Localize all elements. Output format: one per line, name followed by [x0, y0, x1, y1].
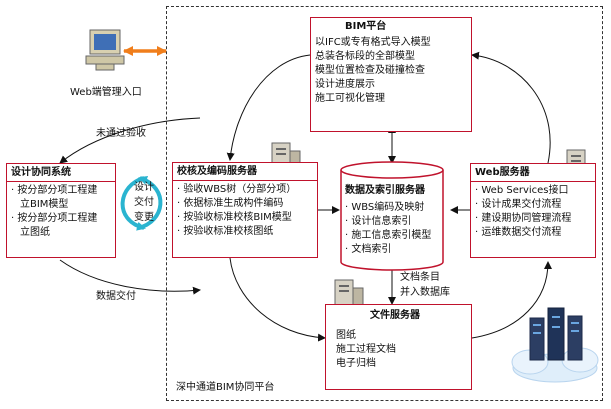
design-system-box: 设计协同系统 · 按分部分项工程建 立BIM模型 · 按分部分项工程建 立图纸	[6, 163, 116, 258]
bim-line: 以IFC或专有格式导入模型	[315, 37, 431, 48]
data-delivery-arrow	[59, 259, 201, 295]
doc-entry-label: 文档条目 并入数据库	[400, 272, 450, 298]
arc-review-to-file	[229, 257, 326, 342]
file-server-title: 文件服务器	[370, 310, 420, 321]
design-item-cont: 立BIM模型	[20, 199, 69, 210]
file-server-box: 文件服务器 图纸 施工过程文档 电子归档	[325, 304, 472, 390]
web-item: Web Services接口	[475, 184, 592, 198]
cycle-label-deliver: 交付	[134, 197, 154, 208]
not-passed-label: 未通过验收	[96, 128, 146, 139]
data-delivery-label: 数据交付	[96, 291, 136, 302]
data-item: · 设计信息索引	[345, 216, 412, 227]
web-admin-label: Web端管理入口	[70, 87, 142, 98]
review-item: 按验收标准校核图纸	[177, 225, 314, 239]
cycle-arrow-right	[137, 175, 163, 230]
arc-web-to-bim	[471, 51, 551, 164]
bim-line: 施工可视化管理	[315, 93, 385, 104]
bim-line: 模型位置检查及碰撞检查	[315, 65, 425, 76]
platform-label: 深中通道BIM协同平台	[176, 382, 275, 393]
design-item-cont: 立图纸	[20, 227, 50, 238]
web-server-title: Web服务器	[475, 167, 530, 178]
bim-platform-box: BIM平台 以IFC或专有格式导入模型 总装各标段的全部模型 模型位置检查及碰撞…	[310, 17, 472, 132]
platform-boundary	[166, 6, 603, 401]
data-item: · 文档索引	[345, 244, 392, 255]
file-line: 图纸	[336, 330, 356, 341]
review-item: 验收WBS树（分部分项）	[177, 183, 314, 197]
cycle-label-design: 设计	[134, 182, 154, 193]
data-item: · WBS编码及映射	[345, 202, 425, 213]
arc-bim-to-review	[226, 54, 311, 161]
server-icon-file	[334, 279, 364, 311]
arc-file-to-web	[471, 261, 552, 339]
web-item: 运维数据交付流程	[475, 226, 592, 240]
file-line: 电子归档	[336, 358, 376, 369]
cloud-server-icon	[511, 307, 599, 383]
review-server-title: 校核及编码服务器	[177, 166, 257, 177]
data-server-title: 数据及索引服务器	[345, 185, 425, 196]
review-server-box: 校核及编码服务器 验收WBS树（分部分项） 依据标准生成构件编码 按验收标准校核…	[172, 162, 318, 258]
cycle-label-change: 变更	[134, 212, 154, 223]
database-cylinder	[340, 161, 444, 271]
design-item: · 按分部分项工程建	[11, 185, 98, 196]
data-server-list: · WBS编码及映射 · 设计信息索引 · 施工信息索引模型 · 文档索引	[345, 201, 431, 257]
file-line: 施工过程文档	[336, 344, 396, 355]
cycle-labels: 设计 交付 变更	[134, 180, 154, 225]
bim-platform-title: BIM平台	[345, 21, 387, 32]
web-item: 建设期协同管理流程	[475, 212, 592, 226]
web-item: 设计成果交付流程	[475, 198, 592, 212]
bim-line: 设计进度展示	[315, 79, 375, 90]
design-system-title: 设计协同系统	[11, 167, 71, 178]
cycle-arrow-left	[120, 176, 146, 231]
review-item: 按验收标准校核BIM模型	[177, 211, 314, 225]
design-item: · 按分部分项工程建	[11, 213, 98, 224]
bim-line: 总装各标段的全部模型	[315, 51, 415, 62]
not-passed-arrow	[59, 117, 201, 164]
review-item: 依据标准生成构件编码	[177, 197, 314, 211]
computer-icon	[85, 29, 125, 71]
web-server-box: Web服务器 Web Services接口 设计成果交付流程 建设期协同管理流程…	[470, 163, 596, 258]
data-item: · 施工信息索引模型	[345, 230, 432, 241]
